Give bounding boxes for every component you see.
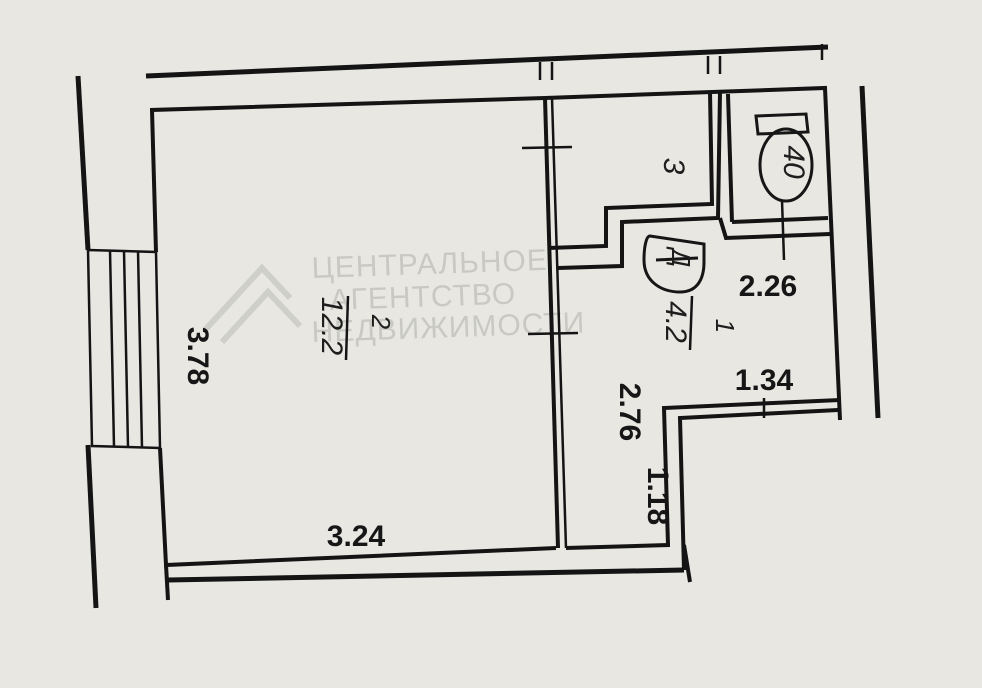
hall-area: 4.2 (659, 301, 692, 343)
hall-walls (565, 398, 841, 583)
bath-number: 3 (657, 158, 690, 175)
living-room-area: 12.2 (315, 297, 348, 356)
dimension-hall-length: 2.76 (613, 383, 646, 441)
living-room-number: 2 (366, 314, 396, 330)
stove-icon (642, 234, 706, 294)
watermark-logo-icon (202, 263, 303, 345)
stove-code: Д (666, 246, 696, 267)
toilet-icon (754, 112, 814, 261)
toilet-code: 40 (777, 145, 810, 179)
exterior-left-line-lower (85, 444, 99, 609)
exterior-top-line (145, 44, 829, 79)
watermark-line-1: ЦЕНТРАЛЬНОЕ (311, 244, 548, 285)
dimension-hall-width-top: 2.26 (739, 270, 797, 303)
door-marks (538, 44, 824, 80)
exterior-walls (75, 44, 881, 609)
dimension-living-height: 3.78 (181, 327, 214, 385)
exterior-right-line (859, 85, 881, 419)
dimension-niche-depth: 1.18 (641, 467, 674, 525)
hall-number: 1 (710, 319, 740, 333)
exterior-left-line-upper (75, 75, 91, 251)
living-room-walls (149, 85, 842, 601)
living-hall-partition (543, 97, 560, 549)
exterior-bottom-line (167, 567, 685, 583)
dimension-hall-width-bottom: 1.34 (735, 364, 794, 397)
window (86, 248, 162, 450)
dimension-living-width: 3.24 (327, 520, 386, 553)
watermark-line-2: АГЕНТСТВО (329, 278, 517, 317)
bath-walls (547, 91, 831, 270)
